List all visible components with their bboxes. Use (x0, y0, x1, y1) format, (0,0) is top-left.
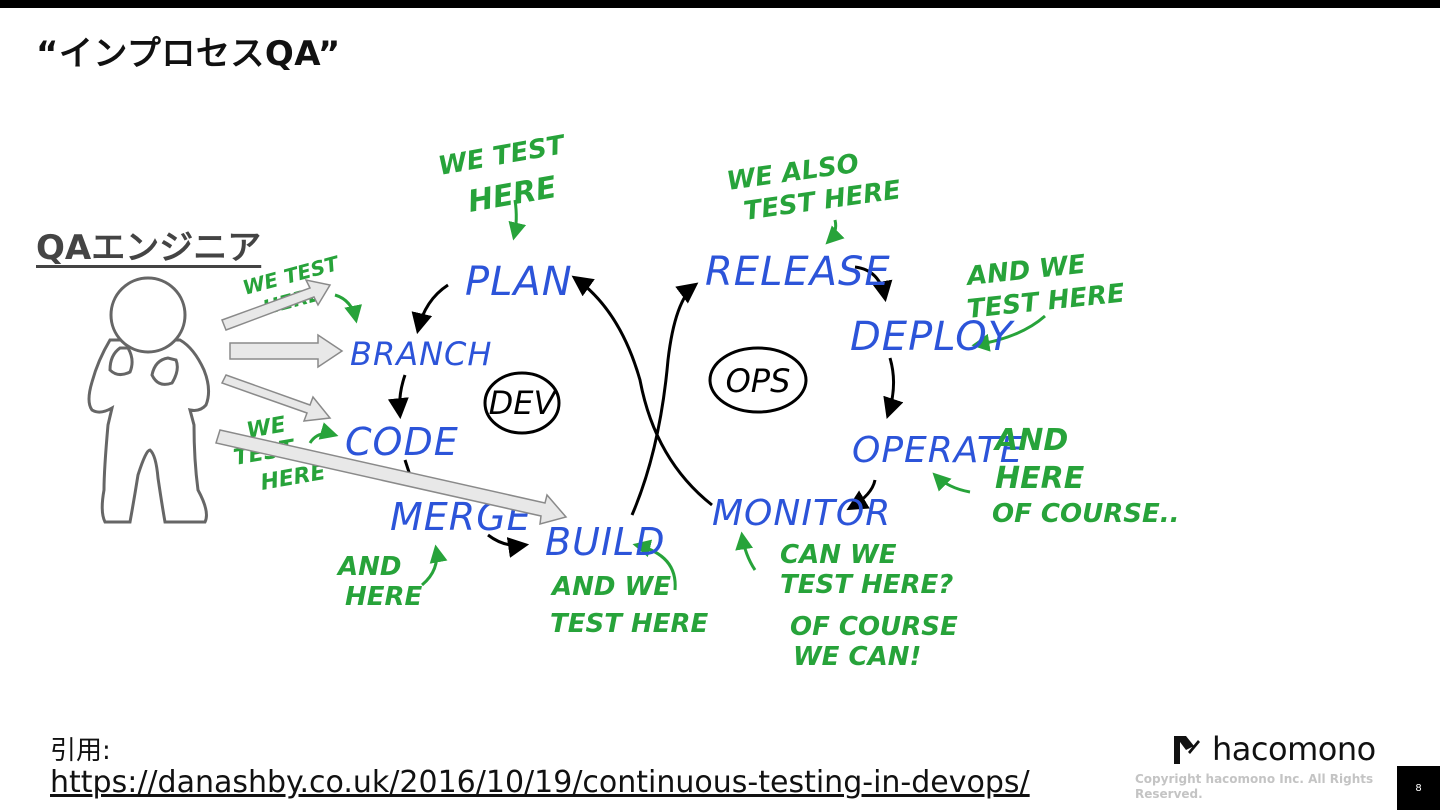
stage-branch: BRANCH (350, 335, 492, 373)
arrow-branch-code (387, 374, 409, 420)
note-merge-line1: AND (336, 552, 401, 582)
stage-monitor: MONITOR (712, 493, 891, 534)
stage-deploy: DEPLOY (850, 314, 1016, 360)
citation-label: 引用: (50, 736, 111, 766)
qa-engineer-label: QAエンジニア (36, 228, 262, 268)
ops-oval: OPS (708, 346, 808, 414)
qa-arrows (215, 278, 568, 526)
copyright-text: Copyright hacomono Inc. All Rights Reser… (1135, 772, 1374, 801)
qa-arrow-build (215, 429, 568, 526)
note-build-line1: AND WE (550, 572, 671, 602)
note-arrow-release (825, 219, 845, 245)
top-bar (0, 0, 1440, 8)
stage-release: RELEASE (705, 249, 891, 295)
note-arrow-plan (508, 199, 527, 241)
note-plan-line2: HERE (465, 170, 559, 220)
arrow-deploy-operate (883, 357, 904, 419)
stage-code: CODE (345, 420, 459, 464)
note-build-line2: TEST HERE (550, 609, 709, 639)
note-arrow-deploy (971, 314, 1046, 352)
note-arrow-merge (421, 544, 448, 587)
note-arrow-branch (334, 293, 362, 324)
hacomono-logo: hacomono (1170, 730, 1376, 770)
note-arrow-build (632, 539, 677, 591)
stage-plan: PLAN (465, 259, 573, 305)
test-notes: WE TEST HERE WE TEST HERE WE TEST HERE A… (232, 130, 1180, 672)
arrow-operate-monitor (846, 479, 877, 511)
dev-label: DEV (489, 384, 558, 422)
hacomono-logo-icon (1174, 736, 1200, 764)
note-merge-line2: HERE (345, 582, 423, 612)
note-arrow-monitor (735, 531, 757, 571)
citation-link[interactable]: https://danashby.co.uk/2016/10/19/contin… (50, 765, 1030, 800)
note-operate-line2: HERE (995, 461, 1085, 496)
arrow-plan-branch (411, 283, 449, 335)
arrow-monitor-plan (571, 275, 713, 507)
stage-operate: OPERATE (852, 430, 1024, 471)
note-arrow-operate (932, 472, 971, 494)
devops-diagram: DEV OPS PLAN BRANCH CODE MERGE BUILD REL… (87, 130, 1180, 672)
ops-label: OPS (726, 362, 791, 400)
dev-oval: DEV (483, 371, 561, 435)
qa-arrow-branch (229, 333, 344, 369)
note-monitor-line4: WE CAN! (793, 642, 921, 672)
note-operate-line1: AND (993, 423, 1068, 458)
slide-title: “インプロセスQA” (36, 34, 341, 74)
arrow-merge-build (487, 533, 530, 558)
note-monitor-line2: TEST HERE? (780, 570, 953, 600)
logo-text: hacomono (1212, 730, 1376, 768)
note-arrow-code (308, 422, 339, 444)
note-arrows (308, 199, 1046, 591)
note-operate-line3: OF COURSE.. (992, 499, 1179, 529)
note-monitor-line1: CAN WE (780, 540, 897, 570)
qa-engineer-figure-icon (87, 276, 211, 524)
qa-arrow-code (220, 374, 332, 422)
note-monitor-line3: OF COURSE (790, 612, 958, 642)
qa-arrow-plan (221, 278, 332, 331)
stage-build: BUILD (545, 520, 666, 564)
arrow-build-release (630, 282, 699, 516)
page-number: 8 (1397, 766, 1440, 810)
arrow-release-deploy (854, 265, 893, 303)
